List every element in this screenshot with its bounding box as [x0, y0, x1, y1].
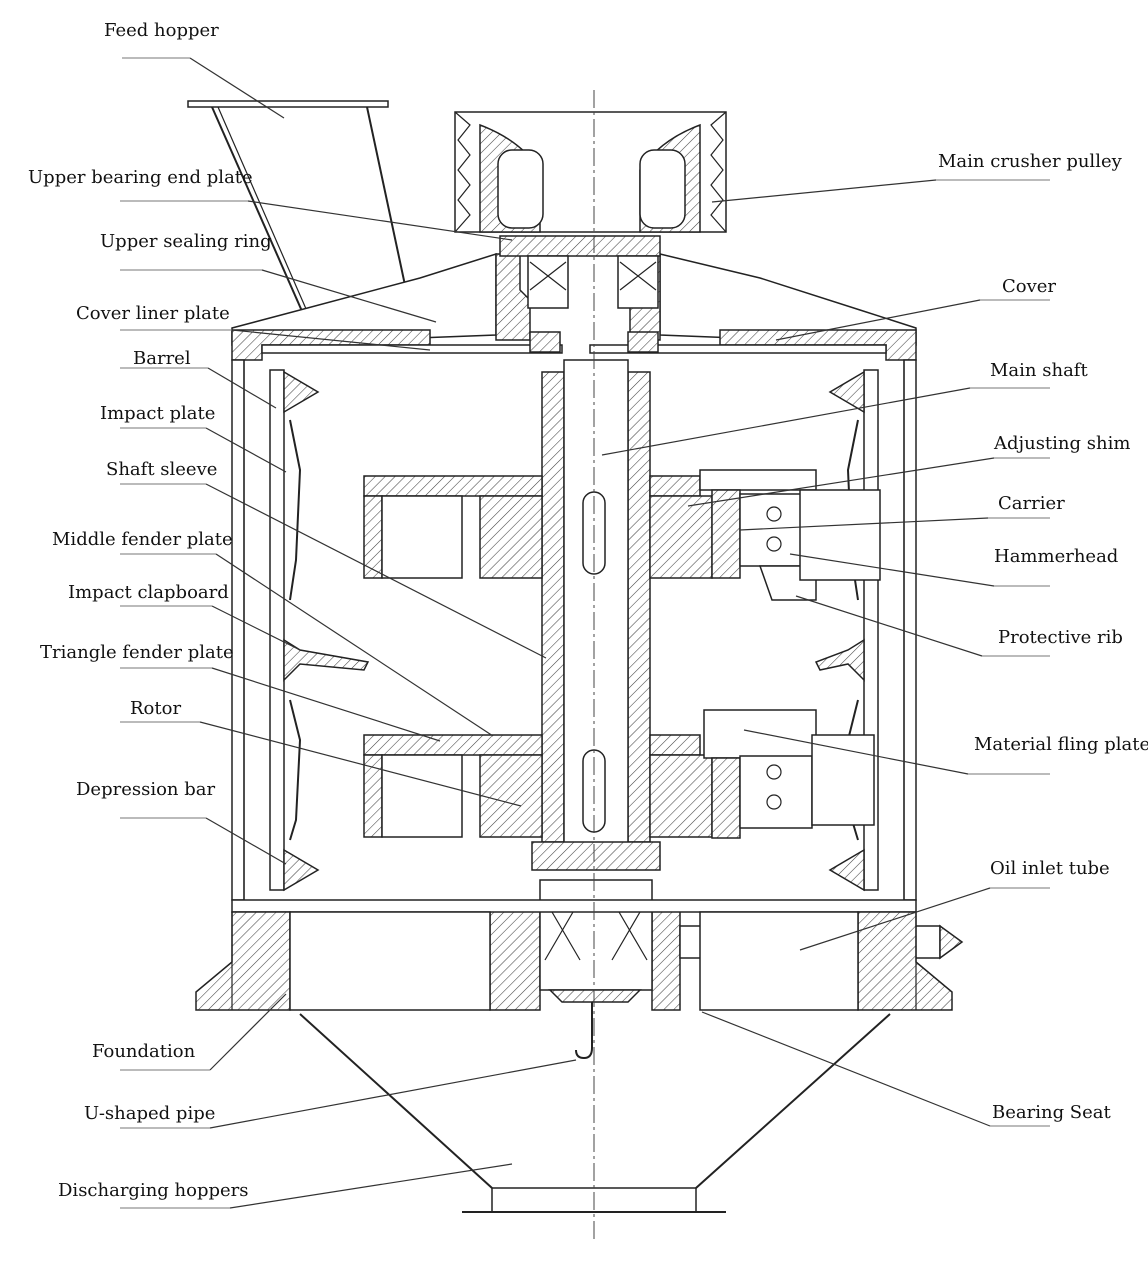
label-shaft-sleeve: Shaft sleeve [106, 459, 217, 480]
foundation-part [195, 899, 953, 1011]
label-middle-fender-plate: Middle fender plate [52, 529, 233, 550]
label-feed-hopper: Feed hopper [104, 20, 219, 41]
cover-part [231, 252, 917, 361]
lower-rotor-part [363, 709, 875, 839]
label-cover-liner-plate: Cover liner plate [76, 303, 230, 324]
label-main-crusher-pulley: Main crusher pulley [938, 151, 1123, 172]
label-rotor: Rotor [130, 698, 181, 719]
label-u-shaped-pipe: U-shaped pipe [84, 1103, 215, 1124]
label-barrel: Barrel [133, 348, 191, 369]
label-protective-rib: Protective rib [998, 627, 1123, 648]
label-main-shaft: Main shaft [990, 360, 1088, 381]
label-impact-plate: Impact plate [100, 403, 215, 424]
leader-lines [120, 57, 1050, 1209]
label-impact-clapboard: Impact clapboard [68, 582, 229, 603]
label-carrier: Carrier [998, 493, 1065, 514]
label-triangle-fender-plate: Triangle fender plate [40, 642, 234, 663]
label-upper-bearing-end-plate: Upper bearing end plate [28, 167, 253, 188]
feed-hopper-part [187, 100, 413, 319]
label-oil-inlet-tube: Oil inlet tube [990, 858, 1110, 879]
upper-bearing-part [499, 235, 661, 353]
label-discharging-hoppers: Discharging hoppers [58, 1180, 249, 1201]
main-crusher-pulley-part [454, 111, 727, 233]
label-cover: Cover [1002, 276, 1056, 297]
label-foundation: Foundation [92, 1041, 196, 1062]
label-material-fling-plate: Material fling plate [974, 734, 1148, 755]
shaft-sleeve-part [541, 359, 651, 861]
label-adjusting-shim: Adjusting shim [993, 433, 1130, 454]
upper-rotor-part [363, 469, 881, 601]
label-bearing-seat: Bearing Seat [992, 1102, 1112, 1123]
labels: Feed hopper Upper bearing end plate Uppe… [28, 20, 1148, 1201]
label-depression-bar: Depression bar [76, 779, 216, 800]
label-hammerhead: Hammerhead [994, 546, 1118, 567]
discharging-hopper-part [299, 1013, 891, 1213]
machine-body [187, 90, 964, 1240]
label-upper-sealing-ring: Upper sealing ring [100, 231, 272, 252]
